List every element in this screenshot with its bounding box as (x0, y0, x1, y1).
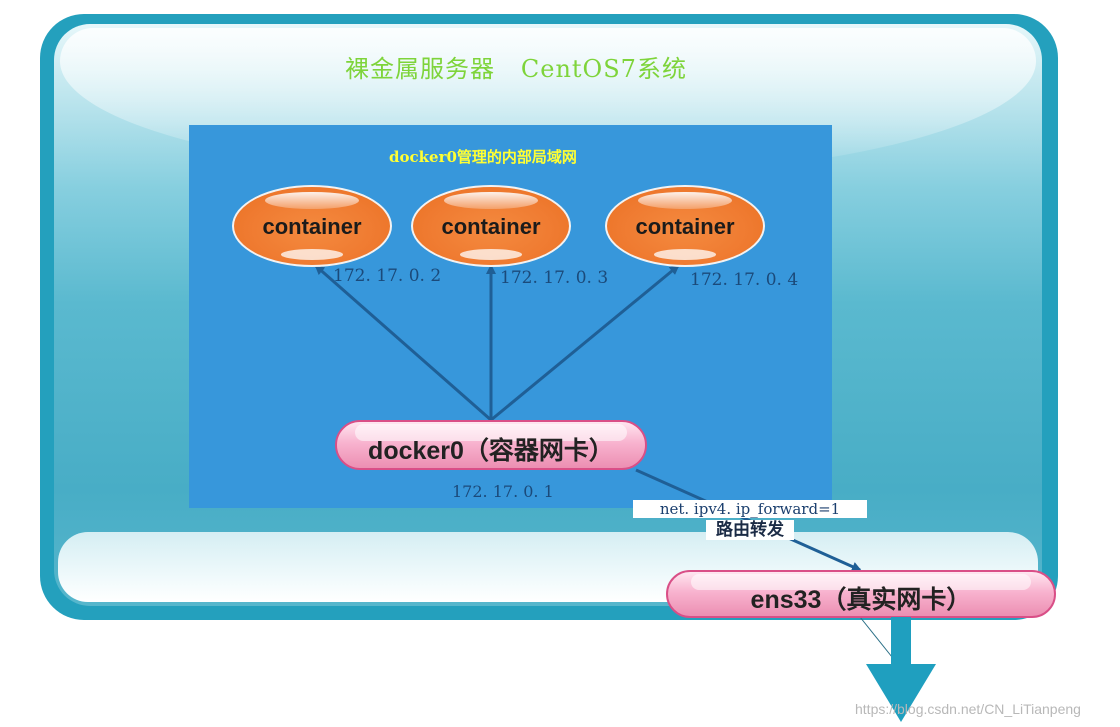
routing-forward-caption: 路由转发 (706, 520, 794, 540)
docker0-nic: docker0（容器网卡） (335, 420, 647, 470)
link-docker0-container-3 (490, 264, 680, 422)
ip-forward-setting: net. ipv4. ip_forward=1 (633, 500, 867, 518)
watermark: https://blog.csdn.net/CN_LiTianpeng (855, 701, 1081, 717)
container-label: container (635, 214, 735, 239)
container-node-2: container (411, 185, 571, 267)
lan-title: docker0管理的内部局域网 (389, 148, 577, 166)
docker0-ip: 172. 17. 0. 1 (452, 482, 554, 501)
container-node-1: container (232, 185, 392, 267)
container-label: container (441, 214, 541, 239)
link-docker0-container-1 (314, 264, 492, 422)
container-ip-2: 172. 17. 0. 3 (500, 268, 609, 288)
container-label: container (262, 214, 362, 239)
docker0-label: docker0（容器网卡） (368, 437, 614, 465)
ens33-label: ens33（真实网卡） (750, 586, 972, 614)
ens33-nic: ens33（真实网卡） (666, 570, 1056, 618)
container-ip-1: 172. 17. 0. 2 (333, 266, 442, 286)
container-ip-3: 172. 17. 0. 4 (690, 270, 799, 290)
container-node-3: container (605, 185, 765, 267)
server-title: 裸金属服务器 CentOS7系统 (345, 55, 687, 83)
